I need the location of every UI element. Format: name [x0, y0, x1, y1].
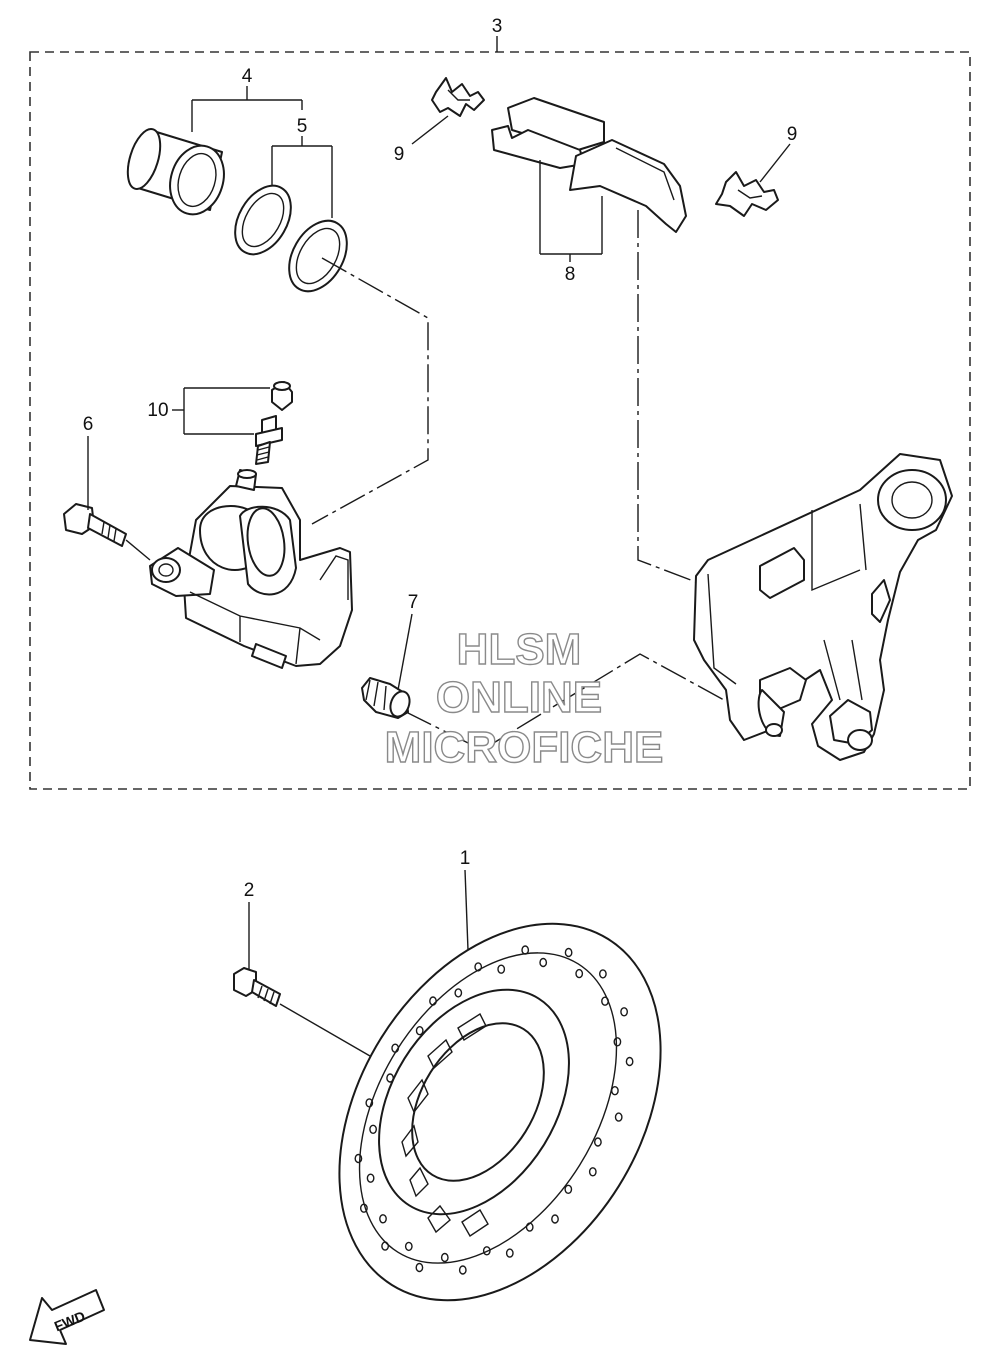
caliper-bolt[interactable] — [63, 503, 127, 547]
vent-hole — [601, 996, 609, 1006]
callout-1: 1 — [460, 848, 471, 869]
vent-hole — [454, 988, 463, 998]
vent-hole — [525, 1222, 534, 1232]
watermark: HLSM ONLINE MICROFICHE — [384, 624, 664, 772]
watermark-line-2: ONLINE — [436, 673, 602, 722]
assembly-line-pin — [405, 653, 725, 751]
callout-10: 10 — [147, 400, 168, 421]
leader-2-axis — [279, 1003, 371, 1057]
leader-9b — [759, 143, 791, 183]
vent-hole — [391, 1043, 400, 1053]
watermark-line-1: HLSM — [457, 625, 582, 674]
vent-hole — [521, 945, 530, 955]
vent-hole — [594, 1137, 602, 1147]
disc-bolt[interactable] — [233, 967, 281, 1007]
bleed-screw[interactable] — [255, 415, 283, 465]
leader-1 — [464, 869, 469, 951]
leader-5 — [271, 136, 333, 218]
vent-hole — [497, 964, 506, 974]
leader-7 — [397, 613, 413, 691]
callout-9-left: 9 — [394, 144, 405, 165]
vent-hole — [575, 968, 584, 979]
vent-hole — [379, 1214, 387, 1224]
vent-hole — [440, 1252, 449, 1263]
forward-arrow-icon: FWD — [29, 1289, 105, 1345]
vent-hole — [381, 1241, 389, 1251]
vent-hole — [429, 996, 437, 1006]
vent-hole — [551, 1214, 559, 1224]
vent-hole — [539, 957, 548, 968]
vent-hole — [354, 1153, 363, 1164]
vent-hole — [474, 962, 483, 972]
disc-vent-holes — [354, 945, 634, 1275]
vent-hole — [613, 1037, 622, 1047]
caliper-bracket[interactable] — [693, 453, 953, 761]
callout-4: 4 — [242, 66, 253, 87]
assembly-line-piston — [311, 257, 429, 525]
vent-hole — [625, 1056, 634, 1067]
piston[interactable] — [122, 125, 233, 221]
vent-hole — [366, 1173, 375, 1183]
pad-spring-right[interactable] — [715, 171, 779, 217]
brake-disc[interactable] — [273, 865, 727, 1359]
leader-6-axis — [125, 539, 151, 561]
leader-8 — [539, 160, 603, 262]
vent-hole — [611, 1085, 619, 1096]
vent-hole — [482, 1246, 491, 1256]
leader-4 — [191, 86, 303, 132]
vent-hole — [365, 1098, 374, 1108]
vent-hole — [386, 1073, 394, 1083]
vent-hole — [505, 1248, 514, 1258]
vent-hole — [404, 1241, 413, 1252]
bleed-screw-cap[interactable] — [271, 381, 293, 411]
callout-3: 3 — [492, 16, 503, 37]
vent-hole — [614, 1112, 623, 1122]
brake-pad-kit[interactable] — [491, 97, 687, 233]
callout-8: 8 — [565, 264, 576, 285]
vent-hole — [599, 969, 607, 979]
disc-carrier-slots — [401, 1012, 489, 1237]
caliper-assembly-boundary — [29, 51, 971, 790]
pad-spring-left[interactable] — [431, 77, 485, 117]
vent-hole — [369, 1124, 377, 1135]
vent-hole — [415, 1262, 424, 1273]
vent-hole — [359, 1203, 368, 1213]
callout-5: 5 — [297, 116, 308, 137]
callout-2: 2 — [244, 880, 255, 901]
vent-hole — [564, 1184, 573, 1195]
vent-hole — [564, 947, 573, 958]
vent-hole — [415, 1025, 424, 1036]
vent-hole — [588, 1167, 597, 1177]
assembly-line-pads — [637, 210, 697, 583]
leader-9a — [411, 115, 449, 145]
vent-hole — [458, 1265, 467, 1275]
caliper-body[interactable] — [149, 469, 353, 669]
watermark-line-3: MICROFICHE — [385, 723, 664, 772]
callout-6: 6 — [83, 414, 94, 435]
callout-7: 7 — [408, 592, 419, 613]
callout-9-right: 9 — [787, 124, 798, 145]
vent-hole — [620, 1007, 628, 1017]
piston-seal-set[interactable] — [224, 176, 359, 301]
leader-10 — [172, 387, 270, 435]
slide-pin-boot[interactable] — [361, 677, 413, 719]
